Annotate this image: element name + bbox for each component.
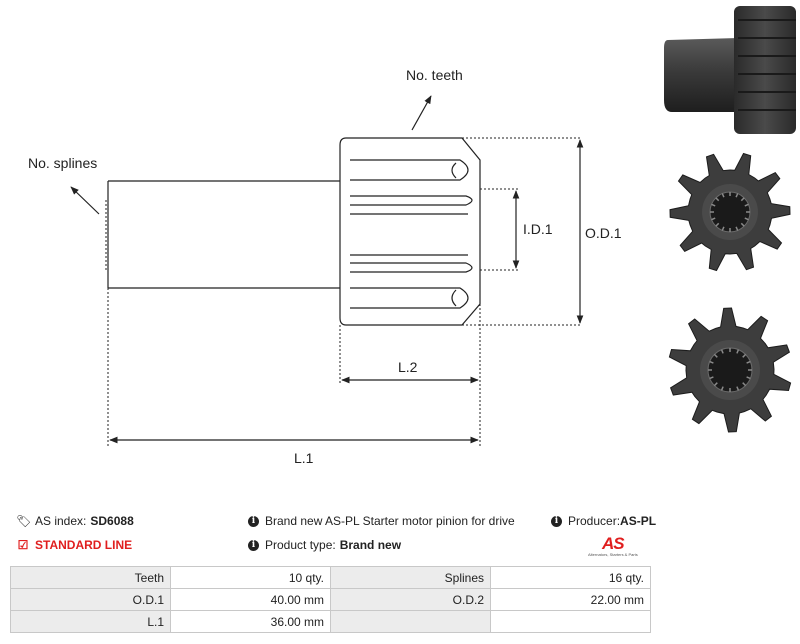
product-description: i Brand new AS-PL Starter motor pinion f… — [248, 514, 515, 528]
spline-tooth — [736, 349, 740, 354]
producer-label: Producer: — [568, 514, 621, 528]
spline-tooth — [713, 382, 718, 387]
spline-tooth — [740, 197, 745, 202]
tags-icon: 🏷︎ — [16, 514, 32, 528]
spec-value: 40.00 mm — [170, 588, 331, 611]
label-no-teeth: No. teeth — [406, 67, 463, 83]
info-circle-icon: i — [551, 515, 562, 527]
producer-value: AS-PL — [620, 514, 657, 528]
spline-tooth — [736, 386, 740, 391]
spec-label: Splines — [330, 566, 491, 589]
spec-label: O.D.1 — [10, 588, 171, 611]
checkbox-icon: ☑ — [17, 538, 29, 552]
spec-label — [330, 610, 491, 633]
spline-tooth — [711, 217, 716, 221]
spline-tooth — [715, 222, 720, 227]
product-type-label: Product type: — [265, 538, 336, 552]
spline-tooth — [709, 360, 714, 364]
pinion-bottom-view-photo — [668, 307, 792, 433]
spline-tooth — [721, 226, 725, 231]
info-circle-icon: i — [248, 539, 259, 551]
spec-label: L.1 — [10, 610, 171, 633]
label-id1: I.D.1 — [523, 221, 553, 237]
spline-tooth — [720, 386, 724, 391]
product-type: i Product type: Brand new — [248, 538, 401, 552]
spline-tooth — [746, 360, 751, 364]
splines-pointer — [70, 186, 100, 215]
spline-tooth — [735, 193, 739, 198]
spec-value: 22.00 mm — [490, 588, 651, 611]
label-no-splines: No. splines — [28, 155, 97, 171]
as-index-label: AS index: — [35, 514, 87, 528]
spec-label: O.D.2 — [330, 588, 491, 611]
teeth-pointer — [411, 95, 432, 131]
product-type-value: Brand new — [339, 538, 402, 552]
pinion-side-view-photo — [664, 6, 796, 134]
spline-tooth — [715, 197, 720, 202]
producer: i Producer: AS-PL — [551, 514, 656, 528]
as-pl-logo: AS Alternators, Starters & Parts — [588, 534, 650, 558]
label-l1: L.1 — [294, 450, 314, 466]
spline-tooth — [709, 376, 714, 380]
pinion-top-view-photo — [669, 152, 791, 272]
spec-table: Teeth 10 qty. Splines 16 qty. O.D.1 40.0… — [10, 566, 651, 633]
logo-text: AS — [602, 534, 625, 553]
spec-value: 36.00 mm — [170, 610, 331, 633]
info-circle-icon: i — [248, 515, 259, 527]
label-od1: O.D.1 — [585, 225, 622, 241]
table-row: Teeth 10 qty. Splines 16 qty. — [10, 566, 651, 589]
spline-tooth — [742, 382, 747, 387]
spline-tooth — [713, 353, 718, 358]
label-l2: L.2 — [398, 359, 418, 375]
spline-tooth — [746, 376, 751, 380]
technical-drawing: No. teeth No. splines I.D.1 O.D.1 L.2 L.… — [28, 67, 622, 466]
as-index-value: SD6088 — [90, 514, 134, 528]
spline-tooth — [742, 353, 747, 358]
spline-tooth — [720, 349, 724, 354]
spec-value: 16 qty. — [490, 566, 651, 589]
table-row: L.1 36.00 mm — [10, 610, 651, 633]
description-text: Brand new AS-PL Starter motor pinion for… — [265, 514, 515, 528]
spline-tooth — [744, 217, 749, 221]
spline-tooth — [721, 193, 725, 198]
spline-tooth — [740, 222, 745, 227]
dimension-arrows — [70, 95, 584, 444]
spline-tooth — [735, 226, 739, 231]
logo-tagline: Alternators, Starters & Parts — [588, 552, 638, 557]
extension-lines — [107, 137, 582, 446]
pinion-shaft — [105, 180, 340, 289]
as-index: 🏷︎ AS index: SD6088 — [16, 514, 134, 528]
spline-tooth — [744, 203, 749, 207]
standard-line: ☑ STANDARD LINE — [16, 538, 133, 552]
table-row: O.D.1 40.00 mm O.D.2 22.00 mm — [10, 588, 651, 611]
spline-tooth — [711, 203, 716, 207]
spec-value — [490, 610, 651, 633]
standard-line-text: STANDARD LINE — [35, 538, 133, 552]
pinion-gear-outline — [339, 137, 481, 326]
spec-value: 10 qty. — [170, 566, 331, 589]
spec-label: Teeth — [10, 566, 171, 589]
